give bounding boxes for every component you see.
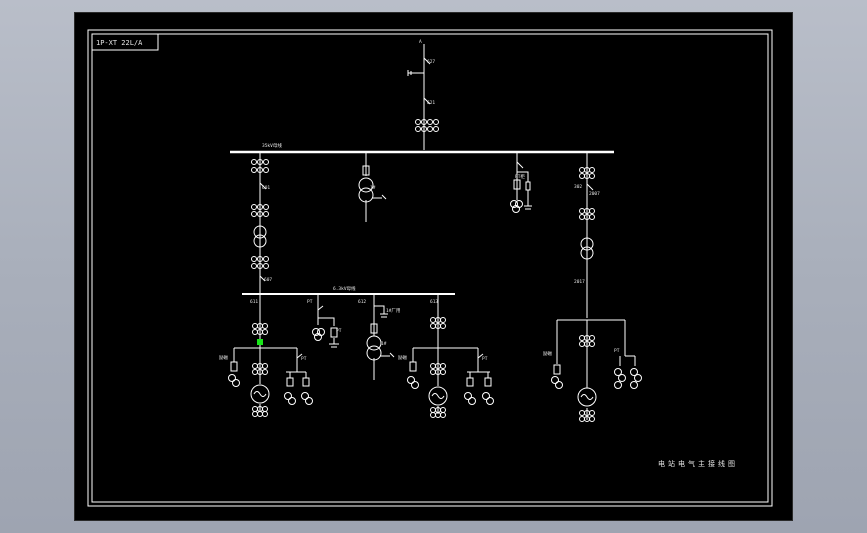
right-branch-ct-2: [579, 208, 595, 220]
drawing-frame-inner: [91, 33, 769, 503]
lower-feeder-4-ct-2: [430, 363, 446, 375]
lower-feeder-2-fuse: [330, 327, 338, 338]
right-transformer-icon: [580, 237, 594, 260]
middle-gen-bottom-ct: [430, 407, 446, 418]
left-branch-ct-3: [251, 256, 269, 269]
incoming-current-transformers: [415, 119, 439, 132]
lower-feeder-2-ground: [329, 338, 339, 348]
left-gen-bottom-ct: [252, 406, 268, 417]
label-lower-feed-3: 612: [358, 299, 366, 305]
right-gen-bottom-ct: [579, 410, 595, 422]
right-branch-breaker: [586, 183, 594, 191]
pt-branch-arrester: [517, 171, 532, 210]
incoming-arrester: [407, 70, 424, 76]
label-ground-tr: PT: [336, 328, 342, 334]
left-generator-icon: [250, 384, 270, 404]
label-main-bus: 35kV母线: [262, 142, 282, 149]
middle-gen-breaker: [477, 353, 484, 359]
left-branch-ct-2: [251, 204, 269, 217]
label-right-branch-breaker: 2017: [574, 279, 585, 285]
station-transformer-icon: [358, 177, 374, 203]
selected-grip[interactable]: [257, 339, 263, 345]
label-lower-tr-side: 1#厂用: [386, 308, 400, 314]
middle-gen-excitation-pt: [407, 376, 419, 389]
left-gen-pt: [284, 371, 313, 405]
left-gen-breaker: [296, 353, 303, 359]
aux-transformer-neutral: [380, 352, 395, 358]
label-lower-feed-1: 611: [250, 299, 258, 305]
label-gen-right-pt: PT: [614, 348, 620, 354]
pt-branch-disconnect: [516, 161, 524, 169]
label-lower-feed-2: PT: [307, 299, 313, 305]
lower-feeder-1-ct: [252, 323, 268, 335]
lower-feeder-3-fuse: [370, 323, 378, 334]
label-gen-mid-excitation: 励磁: [398, 354, 407, 361]
right-gen-pt: [614, 355, 642, 389]
label-pt-cubicle: PT柜: [515, 173, 525, 180]
middle-gen-excitation-fuse: [409, 361, 417, 372]
drawing-title: 电站电气主接线图: [658, 459, 738, 468]
left-gen-excitation-fuse: [230, 361, 238, 372]
station-transformer-fuse: [362, 165, 370, 176]
drawing-number: 1P-XT 22L/A: [96, 39, 143, 47]
incoming-disconnect: [423, 57, 431, 105]
right-branch-ct-1: [579, 167, 595, 179]
label-gen-left-excitation: 励磁: [219, 354, 228, 361]
drawing-sheet: [74, 12, 793, 521]
lower-feeder-3-arrester: [374, 305, 388, 318]
label-incoming-switch: 627: [427, 59, 435, 65]
pt-branch-fuse: [513, 179, 521, 190]
label-right-feeder-switch: 2007: [589, 191, 600, 197]
lower-feeder-1-ct-2: [252, 363, 268, 375]
label-right-feeder-breaker: 302: [574, 184, 582, 190]
middle-gen-pt: [464, 371, 494, 405]
label-incoming-breaker: 621: [427, 100, 435, 106]
left-branch-disconnect: [259, 275, 266, 282]
lower-feeder-1-subbus: [233, 347, 298, 372]
label-lower-tr: 1#: [381, 341, 387, 347]
label-left-branch-lower: 607: [264, 277, 272, 283]
label-lower-feed-4: 613: [430, 299, 438, 305]
label-incoming-top: A: [419, 39, 422, 45]
aux-transformer-icon: [366, 335, 382, 361]
lower-feeder-4-subbus: [412, 347, 479, 372]
label-gen-left-pt: PT: [301, 356, 307, 362]
lower-feeder-4-ct: [430, 317, 446, 329]
label-left-branch-switch: 601: [262, 185, 270, 191]
label-gen-mid-pt: PT: [482, 356, 488, 362]
left-branch-breaker: [259, 182, 267, 190]
label-lower-bus: 6.3kV母线: [333, 285, 356, 292]
lower-feeder-2-pt: [312, 328, 325, 341]
main-transformer-icon: [253, 225, 267, 248]
left-branch-ct-1: [251, 159, 269, 173]
middle-generator-icon: [428, 386, 448, 406]
lower-feeder-2-branch: [317, 305, 335, 326]
right-gen-excitation-pt: [551, 376, 563, 389]
pt-branch-transformer-icon: [510, 200, 523, 213]
right-generator-icon: [577, 387, 597, 407]
left-gen-excitation-pt: [228, 374, 240, 387]
drawing-number-box: [91, 33, 159, 51]
label-gen-right-excitation: 励磁: [543, 350, 552, 357]
right-gen-excitation-fuse: [553, 364, 561, 375]
station-transformer-neutral: [372, 194, 387, 200]
right-gen-sub-bus: [556, 319, 626, 364]
drawing-frame-outer: [87, 29, 773, 507]
label-station-transformer: 1#: [370, 185, 376, 191]
